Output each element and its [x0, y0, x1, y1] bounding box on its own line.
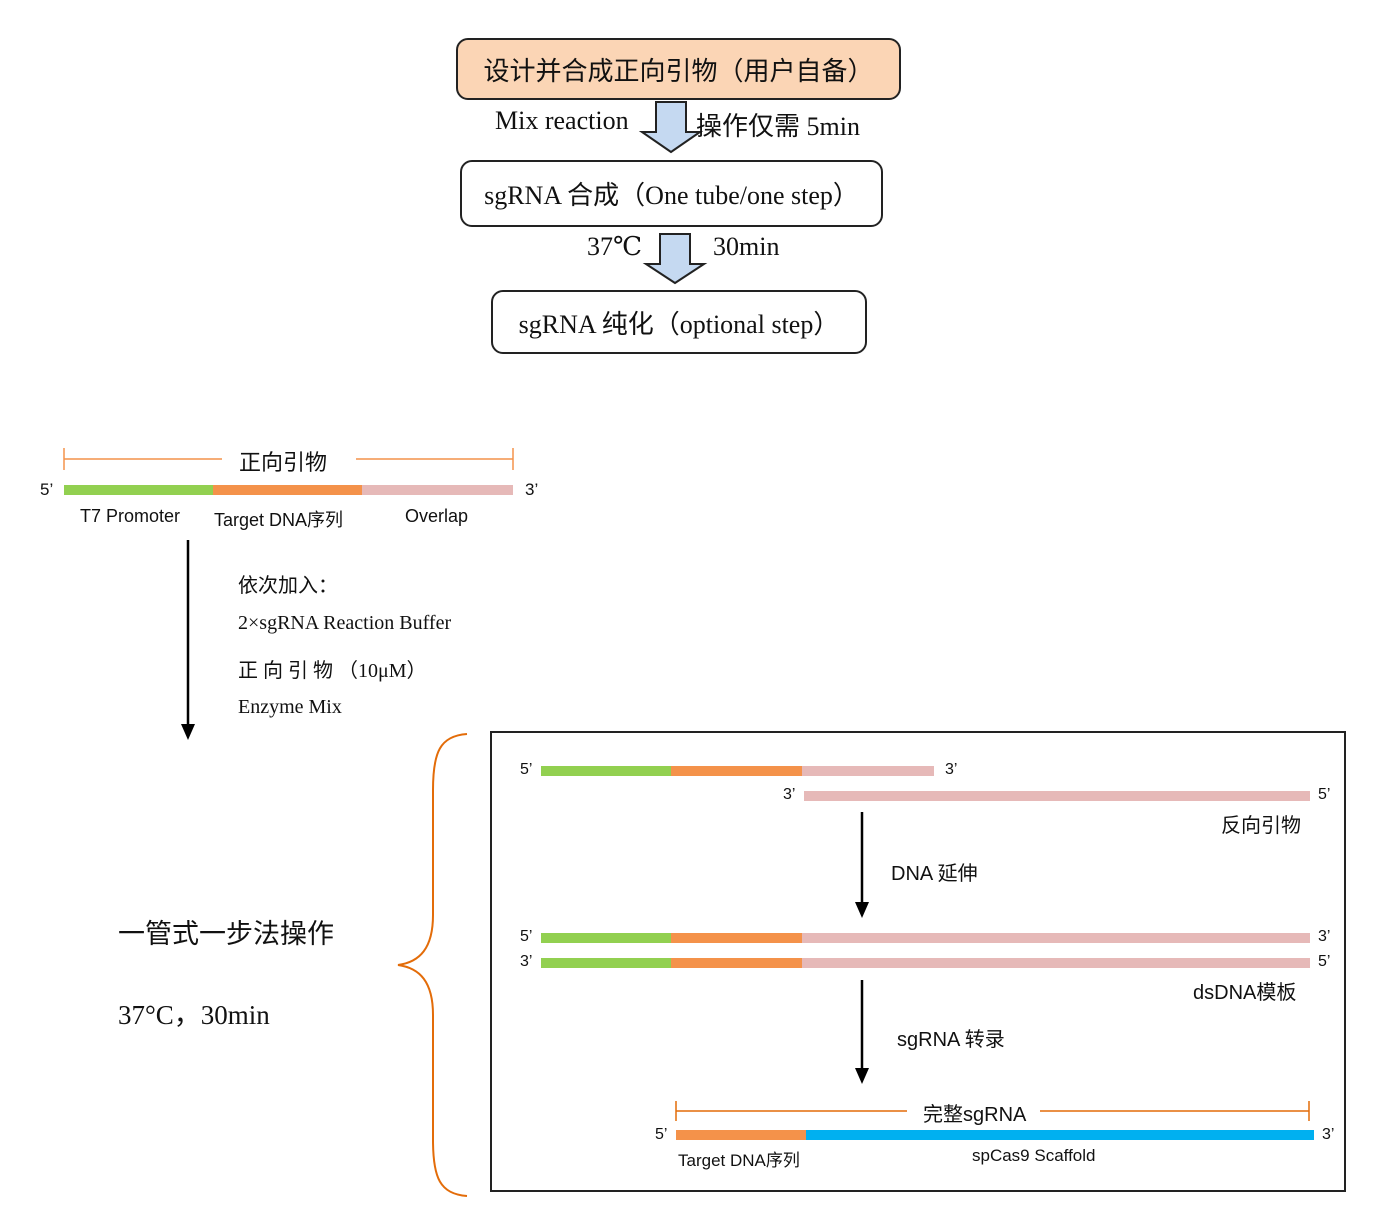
ds-bottom-overlap-segment	[802, 958, 1310, 968]
arrow-head-icon	[181, 724, 195, 740]
row2-5-end: 5’	[1318, 786, 1331, 803]
primer-t7-label: T7 Promoter	[80, 506, 181, 526]
sgrna-target-label: Target DNA序列	[678, 1151, 800, 1170]
sgrna-scaffold-segment	[806, 1130, 1314, 1140]
flow-step-purification-label: sgRNA 纯化（optional step）	[518, 309, 840, 339]
ds-top-t7-segment	[541, 933, 671, 943]
ds-bottom-target-segment	[671, 958, 802, 968]
arrow-head-icon	[855, 1068, 869, 1084]
arrow-head-icon	[855, 902, 869, 918]
one-tube-condition: 37°C，30min	[118, 1000, 270, 1030]
row2-3-end: 3’	[783, 786, 796, 803]
primer-title: 正向引物	[239, 450, 328, 475]
arrow2-right-label: 30min	[713, 232, 780, 261]
add-title: 依次加入：	[238, 575, 338, 597]
ds-bottom-5-end: 5’	[1318, 953, 1331, 970]
down-arrow-icon	[638, 101, 704, 154]
ds-top-overlap-segment	[802, 933, 1310, 943]
down-arrow-icon	[642, 233, 708, 285]
add-item-primer: 正 向 引 物 （10μM）	[238, 660, 427, 682]
sgrna-5-end: 5’	[655, 1126, 668, 1143]
reaction-panel	[490, 731, 1346, 1192]
flow-step-synthesis-label: sgRNA 合成（One tube/one step）	[484, 181, 859, 210]
row1-5-end: 5’	[520, 761, 533, 778]
ds-top-3-end: 3’	[1318, 928, 1331, 945]
flow-step-synthesis: sgRNA 合成（One tube/one step）	[460, 160, 883, 227]
primer-overlap-label: Overlap	[405, 506, 469, 526]
ds-top-target-segment	[671, 933, 802, 943]
primer-3-end: 3’	[525, 480, 539, 499]
add-item-enzyme: Enzyme Mix	[238, 696, 342, 718]
arrow2-left-label: 37℃	[587, 232, 643, 261]
flow-step-design-primer: 设计并合成正向引物（用户自备）	[456, 38, 901, 100]
sgrna-target-segment	[676, 1130, 806, 1140]
sgrna-scaffold-label: spCas9 Scaffold	[972, 1146, 1096, 1165]
primer-5-end: 5’	[40, 480, 54, 499]
flow-step-design-primer-label: 设计并合成正向引物（用户自备）	[483, 56, 874, 86]
row1-target-segment	[671, 766, 802, 776]
arrow1-left-label: Mix reaction	[495, 106, 629, 135]
template-label: dsDNA模板	[1193, 982, 1297, 1004]
arrow1-right-label: 操作仅需 5min	[696, 112, 860, 141]
primer-target-label: Target DNA序列	[214, 510, 344, 530]
ds-top-5-end: 5’	[520, 928, 533, 945]
reverse-primer-label: 反向引物	[1221, 815, 1301, 837]
sgrna-3-end: 3’	[1322, 1126, 1335, 1143]
primer-t7-segment	[64, 485, 213, 495]
add-item-buffer: 2×sgRNA Reaction Buffer	[238, 612, 452, 634]
row1-t7-segment	[541, 766, 671, 776]
primer-target-segment	[213, 485, 362, 495]
reverse-primer-segment	[804, 791, 1310, 801]
one-tube-title: 一管式一步法操作	[118, 919, 334, 949]
ds-bottom-t7-segment	[541, 958, 671, 968]
row1-overlap-segment	[802, 766, 934, 776]
sgrna-transcription-label: sgRNA 转录	[897, 1029, 1005, 1051]
dna-extension-label: DNA 延伸	[891, 863, 978, 885]
ds-bottom-3-end: 3’	[520, 953, 533, 970]
full-sgrna-label: 完整sgRNA	[923, 1104, 1027, 1126]
flow-step-purification: sgRNA 纯化（optional step）	[491, 290, 867, 354]
primer-overlap-segment	[362, 485, 513, 495]
row1-3-end: 3’	[945, 761, 958, 778]
